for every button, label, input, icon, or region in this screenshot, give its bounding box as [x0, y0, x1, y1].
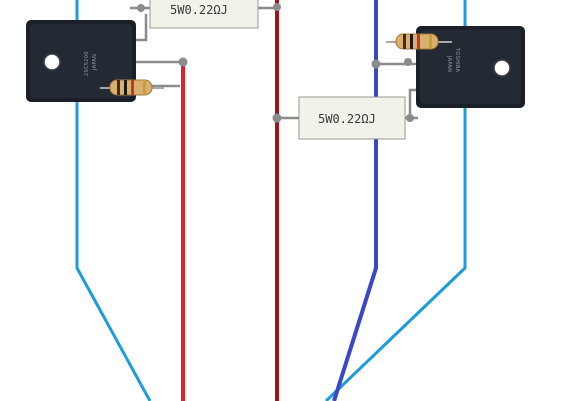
resistor-label: 5W0.22ΩJ	[318, 112, 376, 126]
junction-dot	[178, 57, 188, 67]
solder-points	[137, 3, 414, 123]
power-resistor-top: 5W0.22ΩJ	[149, 0, 259, 29]
mounting-hole-icon	[44, 54, 60, 70]
junction-dot	[404, 58, 412, 66]
resistor-label: 5W0.22ΩJ	[170, 3, 228, 17]
transistor-left: 2SC5200 JAPAN	[26, 20, 136, 102]
transistor-right: TOSHIBA JAPAN	[416, 26, 525, 108]
power-resistor-right: 5W0.22ΩJ	[298, 96, 406, 140]
transistor-marking: 2SC5200	[84, 51, 90, 76]
transistor-marking: JAPAN	[446, 55, 452, 72]
small-resistor-left	[100, 79, 164, 96]
wire-blue	[332, 0, 378, 401]
junction-dot	[371, 59, 381, 69]
transistor-marking: JAPAN	[92, 54, 98, 71]
resistor-body	[149, 0, 259, 29]
transistor-marking: TOSHIBA	[454, 47, 460, 73]
junction-dot	[137, 4, 145, 12]
resistor-body	[298, 96, 406, 140]
junction-dot	[406, 114, 414, 122]
mounting-hole-icon	[494, 60, 510, 76]
junction-dot	[273, 3, 281, 11]
small-resistor-right	[386, 33, 452, 50]
junction-dot	[272, 113, 282, 123]
